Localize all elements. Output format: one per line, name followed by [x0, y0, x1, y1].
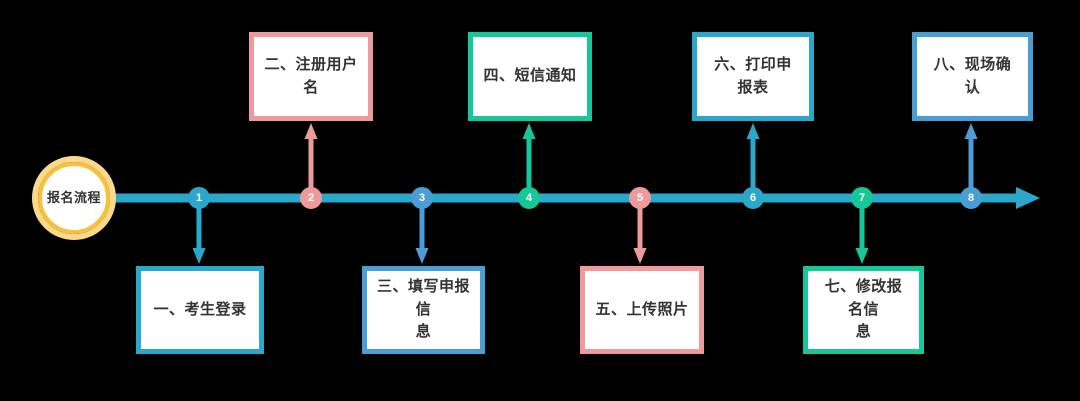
- step-marker-2[interactable]: 2: [300, 187, 322, 209]
- step-box-1[interactable]: 一、考生登录: [136, 266, 264, 354]
- step-marker-number-6: 6: [749, 191, 757, 204]
- step-marker-1[interactable]: 1: [188, 187, 210, 209]
- step-marker-number-4: 4: [525, 191, 533, 204]
- step-marker-number-5: 5: [636, 191, 644, 204]
- step-box-4[interactable]: 四、短信通知: [468, 32, 592, 121]
- start-node[interactable]: 报名流程: [38, 162, 110, 234]
- step-marker-number-1: 1: [195, 191, 203, 204]
- step-box-label-5: 五、上传照片: [595, 300, 689, 318]
- step-box-label-1: 一、考生登录: [153, 300, 247, 318]
- step-marker-7[interactable]: 7: [851, 187, 873, 209]
- connector-arrow-4: [522, 123, 536, 139]
- step-marker-number-2: 2: [307, 191, 315, 204]
- step-marker-number-7: 7: [858, 191, 866, 204]
- step-box-label-4: 四、短信通知: [483, 67, 577, 85]
- connector-arrow-3: [415, 248, 429, 264]
- step-box-5[interactable]: 五、上传照片: [580, 266, 704, 354]
- step-box-label-2: 二、注册用户名: [264, 56, 358, 96]
- step-box-7[interactable]: 七、修改报名信 息: [803, 266, 924, 354]
- step-box-3[interactable]: 三、填写申报信 息: [362, 266, 485, 354]
- step-box-2[interactable]: 二、注册用户名: [249, 32, 373, 121]
- step-box-6[interactable]: 六、打印申报表: [692, 32, 814, 121]
- step-marker-number-3: 3: [418, 191, 426, 204]
- axis-arrow-right: [1016, 187, 1040, 209]
- start-node-outer-ring: [32, 156, 116, 240]
- step-marker-5[interactable]: 5: [629, 187, 651, 209]
- connector-arrow-1: [192, 248, 206, 264]
- step-box-label-6: 六、打印申报表: [714, 56, 792, 96]
- connector-arrow-2: [304, 123, 318, 139]
- step-marker-number-8: 8: [967, 191, 975, 204]
- step-box-label-3: 三、填写申报信 息: [377, 278, 471, 341]
- connector-arrow-5: [633, 248, 647, 264]
- step-marker-4[interactable]: 4: [518, 187, 540, 209]
- step-marker-6[interactable]: 6: [742, 187, 764, 209]
- connector-arrow-6: [746, 123, 760, 139]
- step-marker-3[interactable]: 3: [411, 187, 433, 209]
- step-box-8[interactable]: 八、现场确认: [912, 32, 1033, 121]
- connector-arrow-8: [964, 123, 978, 139]
- step-box-label-8: 八、现场确认: [933, 56, 1012, 96]
- start-node-label: 报名流程: [46, 189, 101, 205]
- connector-arrow-7: [855, 248, 869, 264]
- step-box-label-7: 七、修改报名信 息: [824, 278, 903, 341]
- step-marker-8[interactable]: 8: [960, 187, 982, 209]
